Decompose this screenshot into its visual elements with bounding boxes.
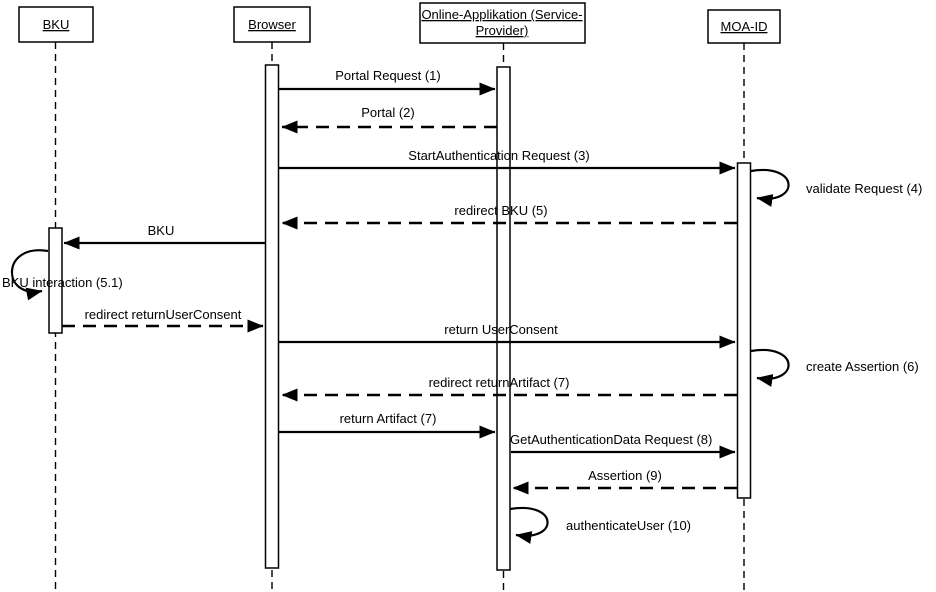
message-redirect-return-user-consent: redirect returnUserConsent xyxy=(62,307,264,333)
participant-label-online-app-line2: Provider) xyxy=(476,23,529,38)
message-label: authenticateUser (10) xyxy=(566,518,691,533)
message-label: BKU interaction (5.1) xyxy=(2,275,123,290)
message-bku-interaction: BKU interaction (5.1) xyxy=(2,249,123,301)
message-label: GetAuthenticationData Request (8) xyxy=(510,432,712,447)
message-portal-request: Portal Request (1) xyxy=(279,68,496,96)
message-label: redirect BKU (5) xyxy=(454,203,547,218)
participant-label-bku: BKU xyxy=(43,17,70,32)
participant-box-moa-id: MOA-ID xyxy=(707,9,781,44)
message-label: return UserConsent xyxy=(444,322,558,337)
message-label: redirect returnArtifact (7) xyxy=(429,375,570,390)
participant-box-browser: Browser xyxy=(233,6,311,43)
message-label: BKU xyxy=(148,223,175,238)
message-label: create Assertion (6) xyxy=(806,359,919,374)
message-label: return Artifact (7) xyxy=(340,411,437,426)
online-app-activation-bar xyxy=(496,66,511,571)
message-return-user-consent: return UserConsent xyxy=(279,322,736,349)
message-redirect-bku: redirect BKU (5) xyxy=(281,203,737,230)
message-assertion: Assertion (9) xyxy=(512,468,737,495)
bku-activation-bar xyxy=(48,227,63,334)
participant-box-bku: BKU xyxy=(18,6,94,43)
participant-label-moa-id: MOA-ID xyxy=(721,19,768,34)
message-label: Portal (2) xyxy=(361,105,414,120)
message-label: redirect returnUserConsent xyxy=(85,307,242,322)
message-label: validate Request (4) xyxy=(806,181,922,196)
message-portal: Portal (2) xyxy=(281,105,497,134)
message-return-artifact: return Artifact (7) xyxy=(279,411,496,439)
message-start-authentication-request: StartAuthentication Request (3) xyxy=(279,148,736,175)
message-authenticate-user: authenticateUser (10) xyxy=(509,506,691,544)
message-get-authentication-data-request: GetAuthenticationData Request (8) xyxy=(510,432,736,459)
message-bku: BKU xyxy=(63,223,265,250)
moa-id-activation-bar xyxy=(736,162,752,499)
participant-label-online-app-line1: Online-Applikation (Service- xyxy=(421,7,582,22)
message-redirect-return-artifact: redirect returnArtifact (7) xyxy=(281,375,737,402)
participant-label-browser: Browser xyxy=(248,17,296,32)
message-label: StartAuthentication Request (3) xyxy=(408,148,589,163)
message-validate-request: validate Request (4) xyxy=(750,168,922,207)
browser-activation-bar xyxy=(264,64,280,569)
message-label: Assertion (9) xyxy=(588,468,662,483)
message-label: Portal Request (1) xyxy=(335,68,441,83)
message-create-assertion: create Assertion (6) xyxy=(750,348,919,387)
participant-box-online-app: Online-Applikation (Service- Provider) xyxy=(419,2,586,44)
